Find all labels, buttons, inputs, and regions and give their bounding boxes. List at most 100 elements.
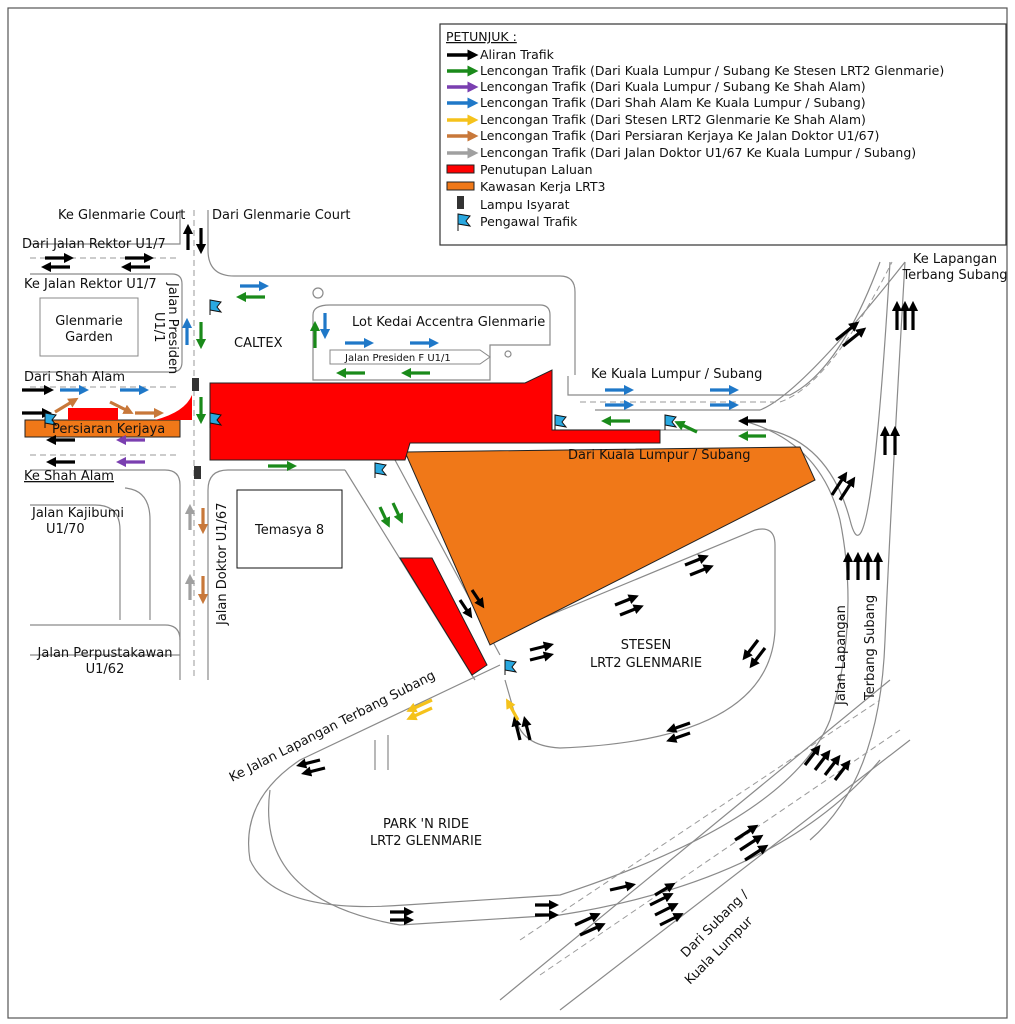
traffic-arrow-icon [506,698,520,721]
label-dari-jalan-rektor: Dari Jalan Rektor U1/7 [22,237,166,252]
road-closure-diagonal [399,557,488,676]
label-ke-lapangan: Ke Lapangan [913,252,997,267]
label-jalan-lapangan: Jalan Lapangan [834,605,849,706]
legend-item: Lencongan Trafik (Dari Kuala Lumpur / Su… [447,79,866,94]
traffic-arrow-icon [674,421,698,434]
traffic-marshal-flag-icon [504,659,518,675]
traffic-marshal-flag-icon [664,414,678,430]
label-stesen: STESEN [621,638,672,653]
legend-item: Lampu Isyarat [457,196,570,212]
label-ke-jalan-lapangan: Ke Jalan Lapangan Terbang Subang [227,668,438,785]
map-markers [44,299,678,675]
road-network [30,210,911,1011]
traffic-arrow-icon [614,594,639,607]
road-closure-main [209,369,661,461]
legend-label: Pengawal Trafik [480,214,578,229]
traffic-arrow-icon [654,903,679,917]
traffic-arrow-icon [813,749,831,771]
traffic-arrow-icon [378,506,391,528]
label-jalan-perpustakawan-2: U1/62 [86,662,125,677]
legend-box [439,23,1007,246]
traffic-arrow-icon [842,327,867,348]
label-stesen-2: LRT2 GLENMARIE [590,656,702,671]
label-jalan-presiden-2: U1/1 [151,312,166,342]
label-temasya-8: Temasya 8 [254,523,324,538]
legend-label: Kawasan Kerja LRT3 [480,179,605,194]
traffic-marshal-flag-icon [209,299,223,315]
road-closure-corner [155,395,192,420]
label-ke-glenmarie-court: Ke Glenmarie Court [58,208,185,223]
jalan-presiden-f-sign [329,349,491,365]
traffic-arrow-icon [470,589,485,609]
traffic-arrow-icon [109,400,134,414]
legend-item: Lencongan Trafik (Dari Shah Alam Ke Kual… [447,95,866,110]
traffic-arrow-icon [838,476,856,501]
label-jalan-doktor: Jalan Doktor U1/67 [215,503,230,626]
traffic-arrow-icon [54,397,79,414]
legend-swatch-icon [446,164,475,174]
traffic-arrow-icon [609,881,636,892]
traffic-arrow-icon [803,744,821,766]
legend-item: Kawasan Kerja LRT3 [446,179,605,194]
traffic-arrow-icon [666,721,691,733]
label-dari-shah-alam: Dari Shah Alam [24,370,125,385]
traffic-arrow-icon [830,471,848,496]
traffic-arrow-icon [458,599,473,619]
traffic-arrow-icon [659,913,684,927]
legend-label: Lencongan Trafik (Dari Shah Alam Ke Kual… [480,95,866,110]
traffic-arrow-icon [739,834,764,852]
road-closure-small [68,408,118,420]
traffic-arrow-icon [835,321,860,342]
label-jalan-presiden-f: Jalan Presiden F U1/1 [344,353,451,364]
label-dari-kuala-lumpur-subang: Dari Kuala Lumpur / Subang [568,448,750,463]
traffic-arrow-icon [529,641,554,652]
label-jalan-kajibumi: Jalan Kajibumi [31,506,124,521]
label-dari-glenmarie-court: Dari Glenmarie Court [212,208,350,223]
label-jalan-lapangan-2: Terbang Subang [863,595,878,701]
lrt3-work-zone [404,446,816,646]
traffic-arrow-icon [296,758,321,769]
traffic-arrow-icon [511,716,522,741]
label-lot-kedai: Lot Kedai Accentra Glenmarie [352,315,545,330]
label-ke-shah-alam: Ke Shah Alam [24,469,114,484]
traffic-arrow-icon [579,922,606,937]
label-glenmarie-garden-2: Garden [65,330,113,345]
traffic-marshal-flag-icon [554,414,568,430]
traffic-arrows [22,223,919,937]
label-ke-jalan-rektor: Ke Jalan Rektor U1/7 [24,277,157,292]
label-ke-kuala-lumpur-subang: Ke Kuala Lumpur / Subang [591,367,762,382]
legend-title: PETUNJUK : [446,29,517,44]
legend-item: Aliran Trafik [447,47,555,62]
traffic-arrow-icon [391,502,404,524]
traffic-arrow-icon [619,604,644,617]
legend-label: Lencongan Trafik (Dari Kuala Lumpur / Su… [480,79,866,94]
traffic-arrow-icon [529,651,554,662]
traffic-light-icon [457,196,464,209]
legend-item: Pengawal Trafik [457,213,578,231]
traffic-arrow-icon [684,554,709,567]
traffic-arrow-icon [301,766,326,777]
label-park-ride: PARK 'N RIDE [383,817,469,832]
flag-icon [457,213,472,231]
glenmarie-garden-block [39,297,139,357]
traffic-light-icon [192,378,199,391]
traffic-arrow-icon [406,706,433,721]
traffic-arrow-icon [833,759,851,781]
legend-item: Penutupan Laluan [446,162,593,177]
label-jalan-kajibumi-2: U1/70 [46,522,85,537]
legend-label: Lencongan Trafik (Dari Jalan Doktor U1/6… [480,145,916,160]
legend-label: Penutupan Laluan [480,162,593,177]
legend-label: Lencongan Trafik (Dari Stesen LRT2 Glenm… [480,112,866,127]
traffic-arrow-icon [734,824,759,842]
traffic-arrow-icon [742,639,760,661]
traffic-arrow-icon [823,754,841,776]
legend-label: Lampu Isyarat [480,197,570,212]
label-jalan-perpustakawan: Jalan Perpustakawan [37,646,173,661]
label-persiaran-kerjaya: Persiaran Kerjaya [52,422,165,437]
label-ke-lapangan-2: Terbang Subang [901,268,1007,283]
label-jalan-presiden: Jalan Presiden [165,282,180,374]
traffic-arrow-icon [749,647,767,669]
traffic-arrow-icon [521,716,532,741]
traffic-arrow-icon [689,564,714,577]
label-glenmarie-garden: Glenmarie [55,314,123,329]
